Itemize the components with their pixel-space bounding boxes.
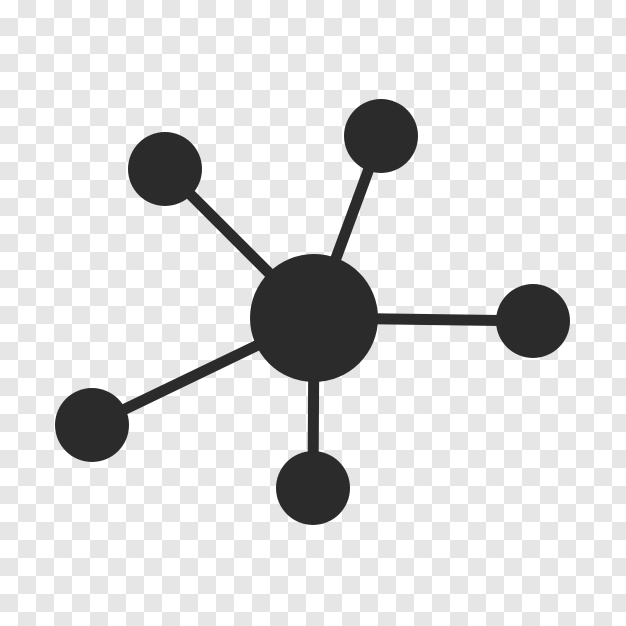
node-top-right: [344, 99, 418, 173]
node-left: [55, 388, 129, 462]
node-right: [496, 284, 570, 358]
node-bottom: [276, 451, 350, 525]
hub-node: [250, 254, 378, 382]
node-top-left: [128, 132, 202, 206]
